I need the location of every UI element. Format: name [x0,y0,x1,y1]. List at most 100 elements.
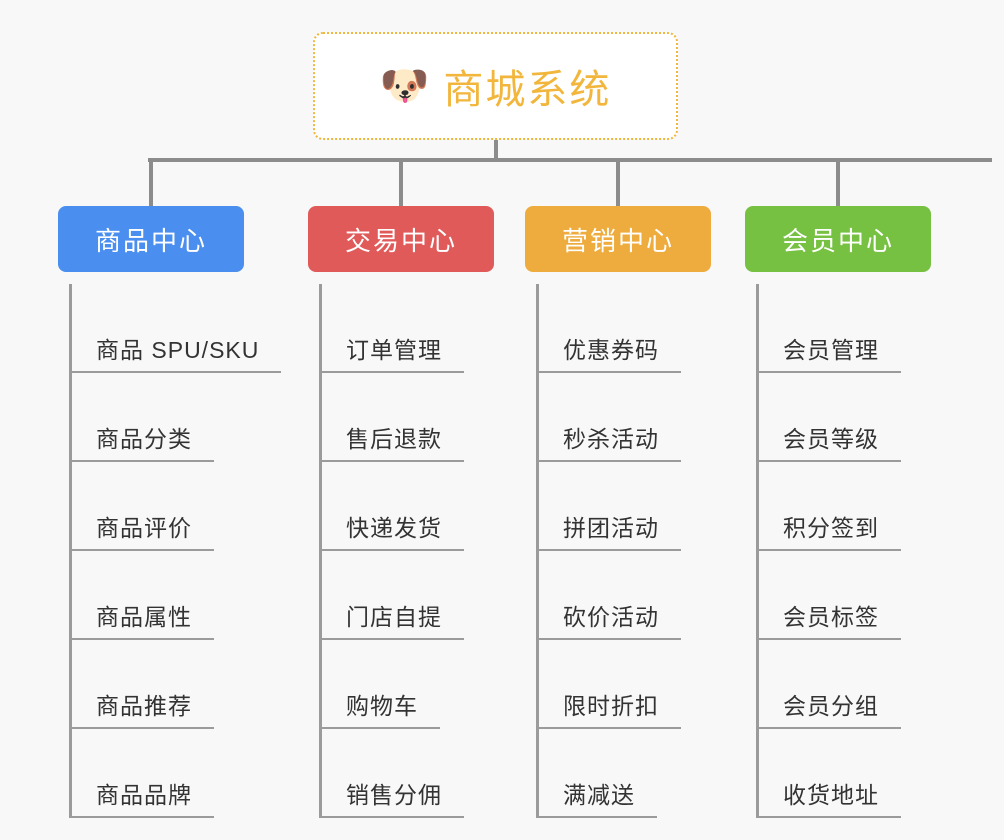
leaf-list-trade-center: 订单管理售后退款快递发货门店自提购物车销售分佣 [308,284,494,818]
leaf-item[interactable]: 满减送 [537,729,711,818]
leaf-spine [756,284,759,818]
leaf-item-label: 商品推荐 [96,693,192,719]
leaf-item-underline [757,638,901,640]
leaf-item-body: 商品分类 [70,420,214,462]
connector-root-stem [494,140,498,162]
leaf-item[interactable]: 商品评价 [70,462,244,551]
leaf-item-label: 拼团活动 [563,515,659,541]
dog-face-icon: 🐶 [379,64,430,108]
leaf-item-underline [70,727,214,729]
leaf-item-body: 商品品牌 [70,776,214,818]
leaf-item-underline [757,549,901,551]
leaf-item-underline [70,460,214,462]
leaf-item-label: 订单管理 [346,337,442,363]
leaf-item[interactable]: 商品属性 [70,551,244,640]
leaf-item-label: 秒杀活动 [563,426,659,452]
leaf-item[interactable]: 商品分类 [70,373,244,462]
leaf-item[interactable]: 拼团活动 [537,462,711,551]
leaf-item-label: 砍价活动 [563,604,659,630]
leaf-item-body: 限时折扣 [537,687,681,729]
leaf-item-label: 会员管理 [783,337,879,363]
leaf-item-underline [537,727,681,729]
leaf-item-label: 售后退款 [346,426,442,452]
leaf-item[interactable]: 会员标签 [757,551,931,640]
leaf-item-underline [320,638,464,640]
leaf-item[interactable]: 售后退款 [320,373,494,462]
connector-drop-marketing-center [616,158,620,206]
leaf-item-underline [757,727,901,729]
leaf-item-underline [757,460,901,462]
branch-header-label: 营销中心 [561,225,674,256]
leaf-item-label: 商品 SPU/SKU [96,337,260,363]
leaf-item[interactable]: 商品品牌 [70,729,244,818]
leaf-item-label: 收货地址 [783,782,879,808]
leaf-item-body: 积分签到 [757,509,901,551]
leaf-item-underline [537,638,681,640]
leaf-item[interactable]: 秒杀活动 [537,373,711,462]
leaf-item[interactable]: 收货地址 [757,729,931,818]
leaf-item-underline [70,638,214,640]
leaf-spine [69,284,72,818]
leaf-item-body: 销售分佣 [320,776,464,818]
leaf-item[interactable]: 订单管理 [320,284,494,373]
leaf-item[interactable]: 门店自提 [320,551,494,640]
leaf-item[interactable]: 限时折扣 [537,640,711,729]
leaf-item-label: 会员标签 [783,604,879,630]
leaf-list-member-center: 会员管理会员等级积分签到会员标签会员分组收货地址 [745,284,931,818]
leaf-item-label: 购物车 [346,693,418,719]
leaf-item-label: 限时折扣 [563,693,659,719]
connector-drop-product-center [149,158,153,206]
leaf-item-underline [537,371,681,373]
leaf-item[interactable]: 积分签到 [757,462,931,551]
leaf-item-underline [320,549,464,551]
branch-header-trade-center[interactable]: 交易中心 [308,206,494,272]
branch-header-marketing-center[interactable]: 营销中心 [525,206,711,272]
leaf-item[interactable]: 快递发货 [320,462,494,551]
branch-column-marketing-center: 营销中心优惠券码秒杀活动拼团活动砍价活动限时折扣满减送 [525,206,711,818]
connector-drop-member-center [836,158,840,206]
leaf-item-underline [70,816,214,818]
branch-column-product-center: 商品中心商品 SPU/SKU 商品分类商品评价商品属性商品推荐商品品牌 [58,206,282,818]
leaf-item-label: 满减送 [563,782,635,808]
leaf-item[interactable]: 会员等级 [757,373,931,462]
leaf-spine [536,284,539,818]
branch-header-product-center[interactable]: 商品中心 [58,206,244,272]
leaf-list-marketing-center: 优惠券码秒杀活动拼团活动砍价活动限时折扣满减送 [525,284,711,818]
connector-drop-trade-center [399,158,403,206]
leaf-item-label: 积分签到 [783,515,879,541]
leaf-item-body: 会员等级 [757,420,901,462]
leaf-item-label: 会员分组 [783,693,879,719]
leaf-item-body: 秒杀活动 [537,420,681,462]
leaf-item-label: 优惠券码 [563,337,659,363]
leaf-item-underline [70,371,282,373]
leaf-item[interactable]: 砍价活动 [537,551,711,640]
leaf-item[interactable]: 商品 SPU/SKU [70,284,282,373]
leaf-item[interactable]: 商品推荐 [70,640,244,729]
leaf-list-product-center: 商品 SPU/SKU 商品分类商品评价商品属性商品推荐商品品牌 [58,284,282,818]
leaf-item-underline [537,460,681,462]
leaf-item[interactable]: 优惠券码 [537,284,711,373]
leaf-item[interactable]: 销售分佣 [320,729,494,818]
leaf-item-body: 满减送 [537,776,657,818]
branch-column-member-center: 会员中心会员管理会员等级积分签到会员标签会员分组收货地址 [745,206,931,818]
root-title: 商城系统 [443,68,612,112]
root-node[interactable]: 🐶 商城系统 [313,32,678,140]
leaf-item-underline [320,727,440,729]
branch-header-member-center[interactable]: 会员中心 [745,206,931,272]
leaf-item-body: 订单管理 [320,331,464,373]
leaf-item-label: 快递发货 [346,515,442,541]
leaf-item[interactable]: 会员管理 [757,284,931,373]
leaf-item-body: 门店自提 [320,598,464,640]
leaf-item-body: 收货地址 [757,776,901,818]
leaf-item-body: 商品推荐 [70,687,214,729]
branch-header-label: 交易中心 [344,225,457,256]
leaf-item-body: 购物车 [320,687,440,729]
leaf-item[interactable]: 购物车 [320,640,494,729]
leaf-item-label: 商品属性 [96,604,192,630]
branch-header-label: 商品中心 [94,225,207,256]
leaf-item-underline [320,460,464,462]
leaf-item-label: 商品品牌 [96,782,192,808]
leaf-item-label: 门店自提 [346,604,442,630]
branch-column-trade-center: 交易中心订单管理售后退款快递发货门店自提购物车销售分佣 [308,206,494,818]
leaf-item[interactable]: 会员分组 [757,640,931,729]
